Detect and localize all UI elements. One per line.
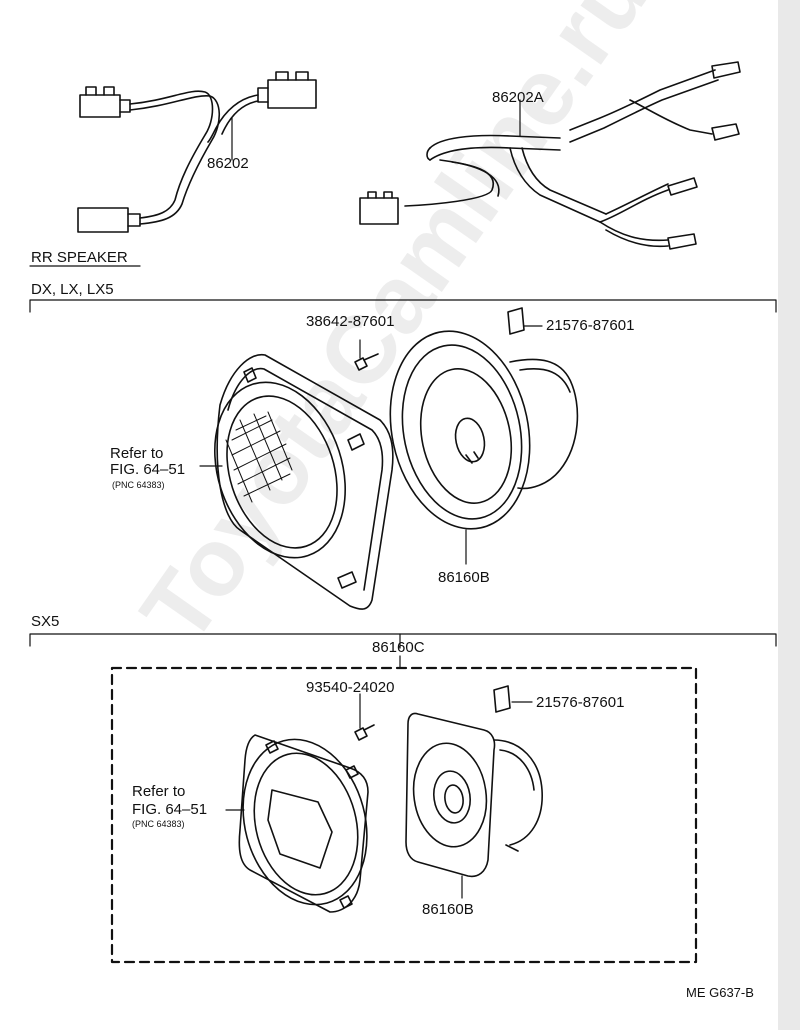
screw-top bbox=[354, 339, 379, 371]
part-label-clip-top: 21576-87601 bbox=[546, 317, 635, 334]
speaker-bottom bbox=[405, 712, 543, 899]
part-label-speaker-top: 86160B bbox=[438, 569, 490, 586]
ref-top-line2: FIG. 64–51 bbox=[110, 461, 186, 478]
speaker-top bbox=[389, 330, 579, 565]
part-label-speaker-bottom: 86160B bbox=[422, 901, 474, 918]
section-rr-speaker: RR SPEAKER bbox=[31, 249, 128, 266]
sx-group-bracket bbox=[29, 633, 777, 647]
ref-top-line1: Refer to bbox=[110, 445, 164, 462]
screw-bottom bbox=[354, 693, 375, 741]
harness-86202 bbox=[77, 71, 317, 233]
dx-group-bracket bbox=[29, 299, 777, 313]
part-label-kit: 86160C bbox=[372, 639, 425, 656]
page-margin-strip bbox=[778, 0, 800, 1030]
ref-bottom-line1: Refer to bbox=[132, 783, 186, 800]
harness-86202A bbox=[359, 61, 741, 250]
clip-top bbox=[507, 307, 543, 335]
part-label-86202: 86202 bbox=[207, 155, 249, 172]
ref-top-line3: (PNC 64383) bbox=[112, 480, 165, 490]
part-label-screw-bottom: 93540-24020 bbox=[306, 679, 395, 696]
section-dx-group: DX, LX, LX5 bbox=[31, 281, 114, 298]
ref-bottom-line3: (PNC 64383) bbox=[132, 819, 185, 829]
part-label-clip-bottom: 21576-87601 bbox=[536, 694, 625, 711]
figure-code: ME G637-B bbox=[686, 985, 754, 1000]
grille-top bbox=[214, 353, 394, 610]
ref-bottom-line2: FIG. 64–51 bbox=[132, 801, 208, 818]
clip-bottom bbox=[493, 685, 533, 713]
part-label-screw-top: 38642-87601 bbox=[306, 313, 395, 330]
grille-bottom bbox=[238, 734, 369, 913]
section-sx-group: SX5 bbox=[31, 613, 60, 630]
part-label-86202A: 86202A bbox=[492, 89, 544, 106]
kit-dashed-box bbox=[110, 666, 698, 964]
